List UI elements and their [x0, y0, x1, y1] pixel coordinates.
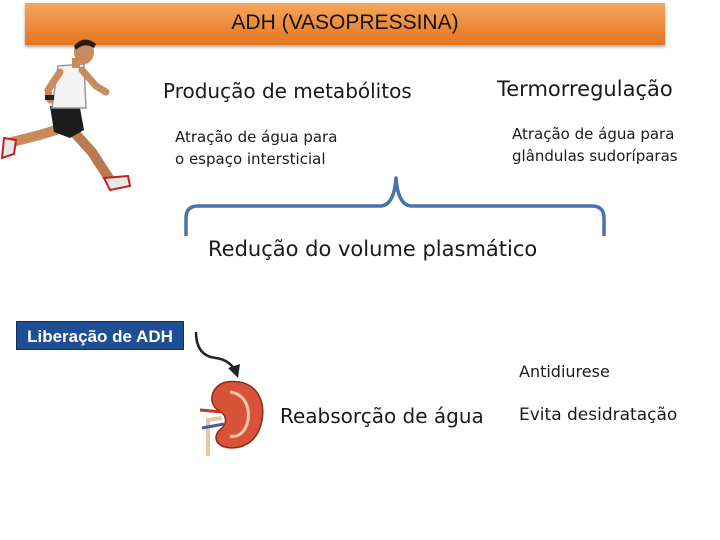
- kidney-icon: [199, 380, 264, 456]
- curved-arrow-icon: [194, 331, 240, 378]
- sweat-line-2: glândulas sudoríparas: [512, 147, 678, 165]
- sweat-gland-water-text: Atração de água para glândulas sudorípar…: [512, 123, 678, 167]
- interstitial-line-2: o espaço intersticial: [175, 150, 326, 168]
- runner-icon: [0, 39, 132, 192]
- page-title: ADH (VASOPRESSINA): [231, 11, 459, 34]
- interstitial-water-text: Atração de água para o espaço interstici…: [175, 126, 337, 170]
- thermoregulation-header: Termorregulação: [497, 77, 673, 101]
- metabolite-production-header: Produção de metabólitos: [163, 79, 412, 103]
- interstitial-line-1: Atração de água para: [175, 128, 338, 146]
- title-bar: ADH (VASOPRESSINA): [25, 3, 665, 45]
- brace-icon: [184, 176, 606, 236]
- sweat-line-1: Atração de água para: [512, 125, 675, 143]
- dehydration-prevention-text: Evita desidratação: [519, 405, 678, 425]
- plasma-volume-reduction: Redução do volume plasmático: [208, 237, 538, 261]
- adh-release-badge: Liberação de ADH: [16, 321, 184, 350]
- water-reabsorption-text: Reabsorção de água: [280, 404, 484, 428]
- antidiuresis-text: Antidiurese: [519, 362, 610, 381]
